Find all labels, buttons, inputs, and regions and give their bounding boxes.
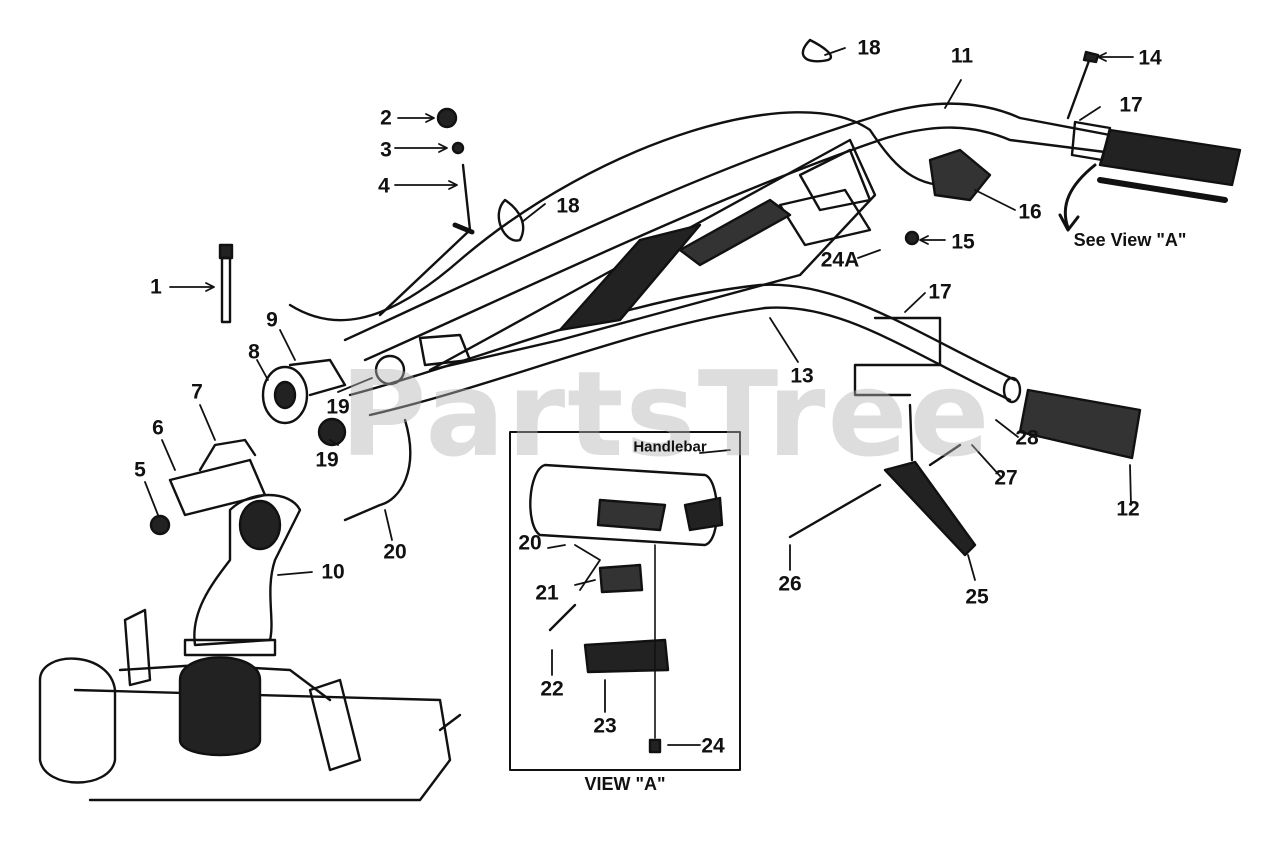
- callout-14: 14: [1138, 46, 1162, 70]
- callout-1: 1: [150, 275, 162, 299]
- callout-19-upper: 19: [326, 395, 350, 419]
- view-a-inset-box: [509, 431, 741, 771]
- handlebar-mount-casting: [183, 493, 302, 657]
- callout-12: 12: [1116, 497, 1140, 521]
- callout-5: 5: [134, 458, 146, 482]
- wire-part-20: [343, 418, 412, 522]
- see-view-arrow: [1063, 163, 1097, 230]
- callout-8: 8: [248, 340, 260, 364]
- lower-handlebar-tube: [348, 283, 1022, 417]
- cable-clip-mid: [497, 198, 525, 242]
- callout-11: 11: [950, 44, 974, 68]
- lower-grip: [853, 316, 1142, 460]
- callout-28: 28: [1015, 426, 1039, 450]
- callout-26: 26: [778, 572, 802, 596]
- callout-24: 24: [701, 734, 725, 758]
- callout-18-top: 18: [857, 36, 881, 60]
- callout-leaders: [144, 47, 1134, 581]
- callout-6: 6: [152, 416, 164, 440]
- screw-part-14: [1066, 56, 1092, 120]
- bracket-part-16: [928, 148, 992, 202]
- callout-17-upper: 17: [1119, 93, 1143, 117]
- handlebar-brace-panel: [428, 138, 877, 372]
- bracket-parts: [149, 358, 347, 536]
- callout-15: 15: [951, 230, 975, 254]
- callout-19-lower: 19: [315, 448, 339, 472]
- callout-4: 4: [378, 174, 390, 198]
- callout-17-lower: 17: [928, 280, 952, 304]
- engine-housing: [38, 608, 462, 802]
- bolt-part-1: [218, 243, 234, 324]
- control-rod: [378, 107, 475, 317]
- callout-2: 2: [380, 106, 392, 130]
- callout-9: 9: [266, 308, 278, 332]
- callout-27: 27: [994, 466, 1018, 490]
- callout-3: 3: [380, 138, 392, 162]
- callout-21: 21: [535, 581, 559, 605]
- inset-handlebar-label: Handlebar: [633, 438, 707, 456]
- callout-22: 22: [540, 677, 564, 701]
- upper-grip: [1070, 120, 1242, 203]
- callout-23: 23: [593, 714, 617, 738]
- callout-7: 7: [191, 380, 203, 404]
- cable-clip-top: [801, 38, 833, 63]
- see-view-a-label: See View "A": [1073, 230, 1187, 250]
- control-cable: [288, 111, 972, 322]
- callout-20: 20: [383, 540, 407, 564]
- callout-18-mid: 18: [556, 194, 580, 218]
- callout-25: 25: [965, 585, 989, 609]
- callout-10: 10: [321, 560, 345, 584]
- callout-13: 13: [790, 364, 814, 388]
- lever-part-25: [788, 403, 977, 557]
- callout-20-inset: 20: [518, 531, 542, 555]
- view-a-title: VIEW "A": [584, 774, 666, 794]
- callout-24a: 24A: [820, 248, 860, 272]
- callout-16: 16: [1018, 200, 1042, 224]
